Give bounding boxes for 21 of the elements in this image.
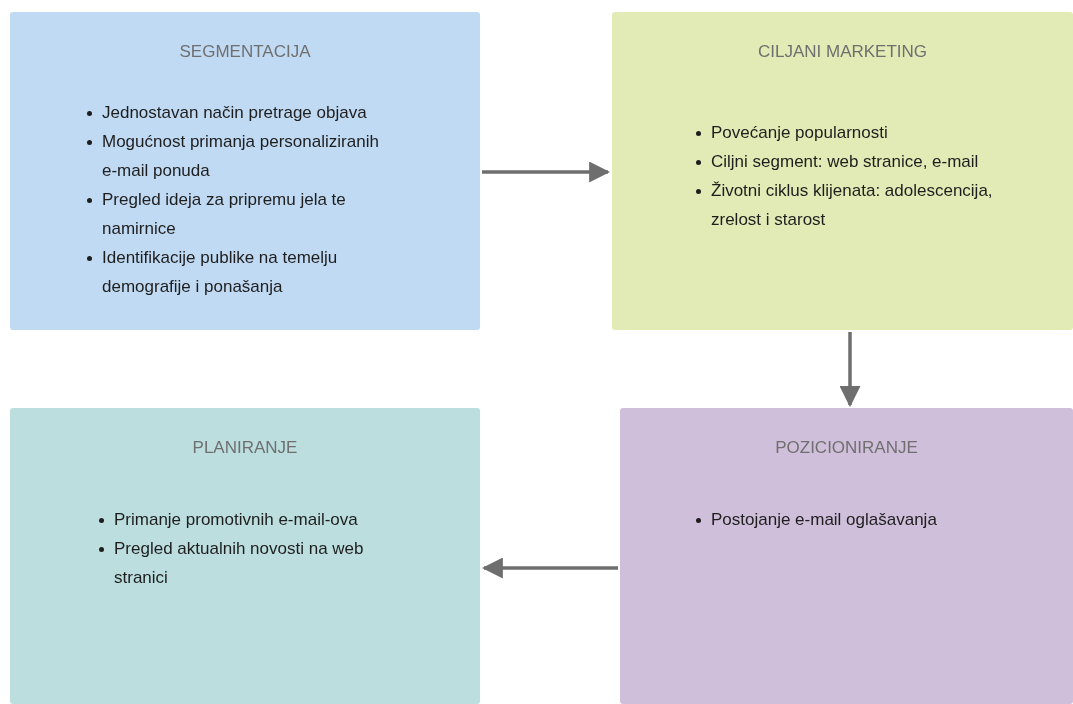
bullet-item: Jednostavan način pretrage objava — [88, 98, 398, 127]
card-background — [612, 12, 1073, 330]
card-background — [620, 408, 1073, 704]
bullet-item: Pregled aktualnih novosti na web stranici — [100, 534, 410, 592]
bullet-item: Ciljni segment: web stranice, e-mail — [697, 147, 997, 176]
card-heading: SEGMENTACIJA — [178, 42, 312, 62]
bullet-item: Mogućnost primanja personaliziranih e-mail ponuda — [88, 127, 398, 185]
bullet-item: Povećanje popularnosti — [697, 118, 997, 147]
bullet-item: Primanje promotivnih e-mail-ova — [100, 505, 410, 534]
card-heading: PLANIRANJE — [191, 438, 299, 458]
arrow — [839, 332, 861, 408]
card-background — [10, 12, 480, 330]
bullet-item: Životni ciklus klijenata: adolescencija, zrelost i starost — [697, 176, 997, 234]
card-heading: POZICIONIRANJE — [774, 438, 919, 458]
bullet-item: Identifikacije publike na temelju demografije i ponašanja — [88, 243, 398, 301]
arrow — [482, 161, 611, 183]
bullet-item: Pregled ideja za pripremu jela te namirnice — [88, 185, 398, 243]
bullet-item: Postojanje e-mail oglašavanja — [697, 505, 997, 534]
card-background — [10, 408, 480, 704]
card-heading: CILJANI MARKETING — [756, 42, 929, 62]
arrow — [481, 557, 618, 579]
